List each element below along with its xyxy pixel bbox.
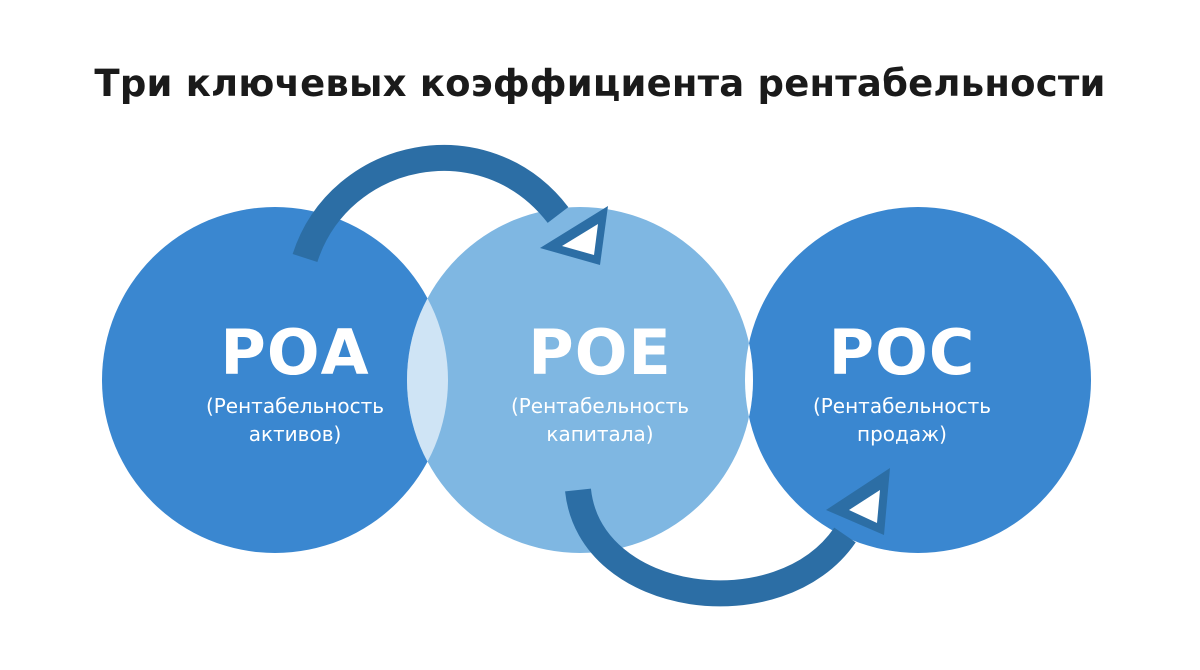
roe-desc-line1: (Рентабельность [510, 394, 690, 418]
circle-roe [407, 207, 753, 553]
label-ros: РОС (Рентабельность продаж) [772, 322, 1032, 448]
roa-desc-line2: активов) [248, 422, 342, 446]
arrow-roa-to-roe [292, 144, 569, 263]
roa-desc-line1: (Рентабельность [205, 394, 385, 418]
ros-desc-line2: продаж) [857, 422, 947, 446]
roe-abbr: РОЕ [528, 316, 672, 389]
roe-desc-line2: капитала) [546, 422, 654, 446]
arrow-head-roe-to-ros-inner [849, 490, 880, 523]
arrow-head-roa-to-roe-inner [562, 224, 598, 255]
page-title: Три ключевых коэффициента рентабельности [94, 62, 1106, 105]
roa-abbr: РОА [220, 316, 370, 389]
circle-ros [745, 207, 1091, 553]
ros-desc-line1: (Рентабельность [812, 394, 992, 418]
label-roe: РОЕ (Рентабельность капитала) [470, 322, 730, 448]
circle-roa [102, 207, 448, 553]
label-roa: РОА (Рентабельность активов) [165, 322, 425, 448]
ros-abbr: РОС [828, 316, 976, 389]
arrow-roe-to-ros [565, 487, 856, 607]
